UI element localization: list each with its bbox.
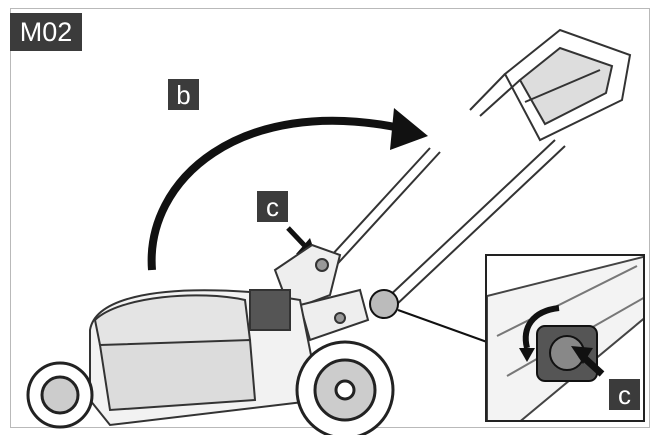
counterclockwise-arrow-icon xyxy=(519,305,560,362)
knob-highlight xyxy=(369,289,399,319)
callout-c-detail: c xyxy=(609,379,640,410)
rear-wheel xyxy=(295,340,395,435)
front-wheel xyxy=(26,361,94,429)
mower-body xyxy=(89,289,322,427)
detail-connector xyxy=(397,309,488,343)
figure-tag: M02 xyxy=(10,13,82,51)
callout-c: c xyxy=(257,191,288,222)
detail-inset xyxy=(485,254,645,422)
handle xyxy=(319,28,632,307)
curved-arrow-icon xyxy=(147,108,428,271)
press-arrow-icon xyxy=(571,346,605,377)
callout-b: b xyxy=(168,79,199,110)
